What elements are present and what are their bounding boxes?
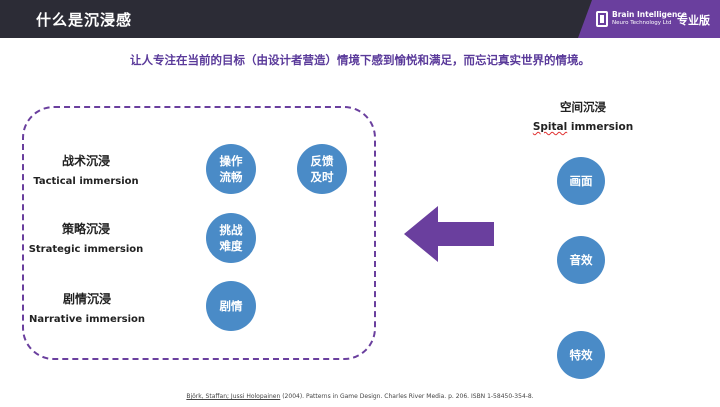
tactical-immersion-label: 战术沉浸 Tactical immersion (30, 152, 142, 187)
citation-rest: (2004). Patterns in Game Design. Charles… (280, 393, 534, 400)
left-arrow-icon (404, 206, 494, 262)
spatial-immersion-zh: 空间沉浸 (560, 100, 606, 114)
immersion-group-box (22, 106, 376, 360)
factor-challenge-difficulty: 挑战 难度 (206, 213, 256, 263)
brand-tab-shape (578, 0, 720, 38)
tactical-zh: 战术沉浸 (61, 154, 110, 168)
factor-timely-feedback: 反馈 及时 (297, 144, 347, 194)
brand-tagline: Neuro Technology Ltd (612, 20, 672, 26)
brand-tab (578, 0, 720, 38)
brand-logo-icon (596, 11, 608, 27)
factor-effects: 特效 (557, 331, 605, 379)
citation-authors[interactable]: Björk, Staffan; Jussi Holopainen (186, 393, 281, 400)
tactical-en: Tactical immersion (33, 176, 139, 187)
strategic-zh: 策略沉浸 (61, 222, 110, 236)
factor-visuals: 画面 (557, 157, 605, 205)
spatial-en-rest: immersion (567, 121, 634, 133)
narrative-immersion-label: 剧情沉浸 Narrative immersion (22, 290, 152, 325)
brand-name: Brain Intelligence (612, 10, 687, 19)
strategic-immersion-label: 策略沉浸 Strategic immersion (24, 220, 148, 255)
spatial-immersion-en: Spital immersion (521, 121, 645, 133)
definition-text: 让人专注在当前的目标（由设计者营造）情境下感到愉悦和满足，而忘记真实世界的情境。 (130, 53, 590, 67)
edition-label: 专业版 (677, 14, 710, 27)
factor-smooth-operation: 操作 流畅 (206, 144, 256, 194)
spatial-en-misspelled-word: Spital (532, 121, 568, 133)
citation: Björk, Staffan; Jussi Holopainen (2004).… (0, 393, 720, 400)
factor-sound: 音效 (557, 236, 605, 284)
narrative-en: Narrative immersion (28, 314, 146, 325)
page-title: 什么是沉浸感 (36, 11, 133, 29)
factor-story: 剧情 (206, 281, 256, 331)
narrative-zh: 剧情沉浸 (62, 292, 111, 306)
strategic-en: Strategic immersion (28, 244, 144, 255)
